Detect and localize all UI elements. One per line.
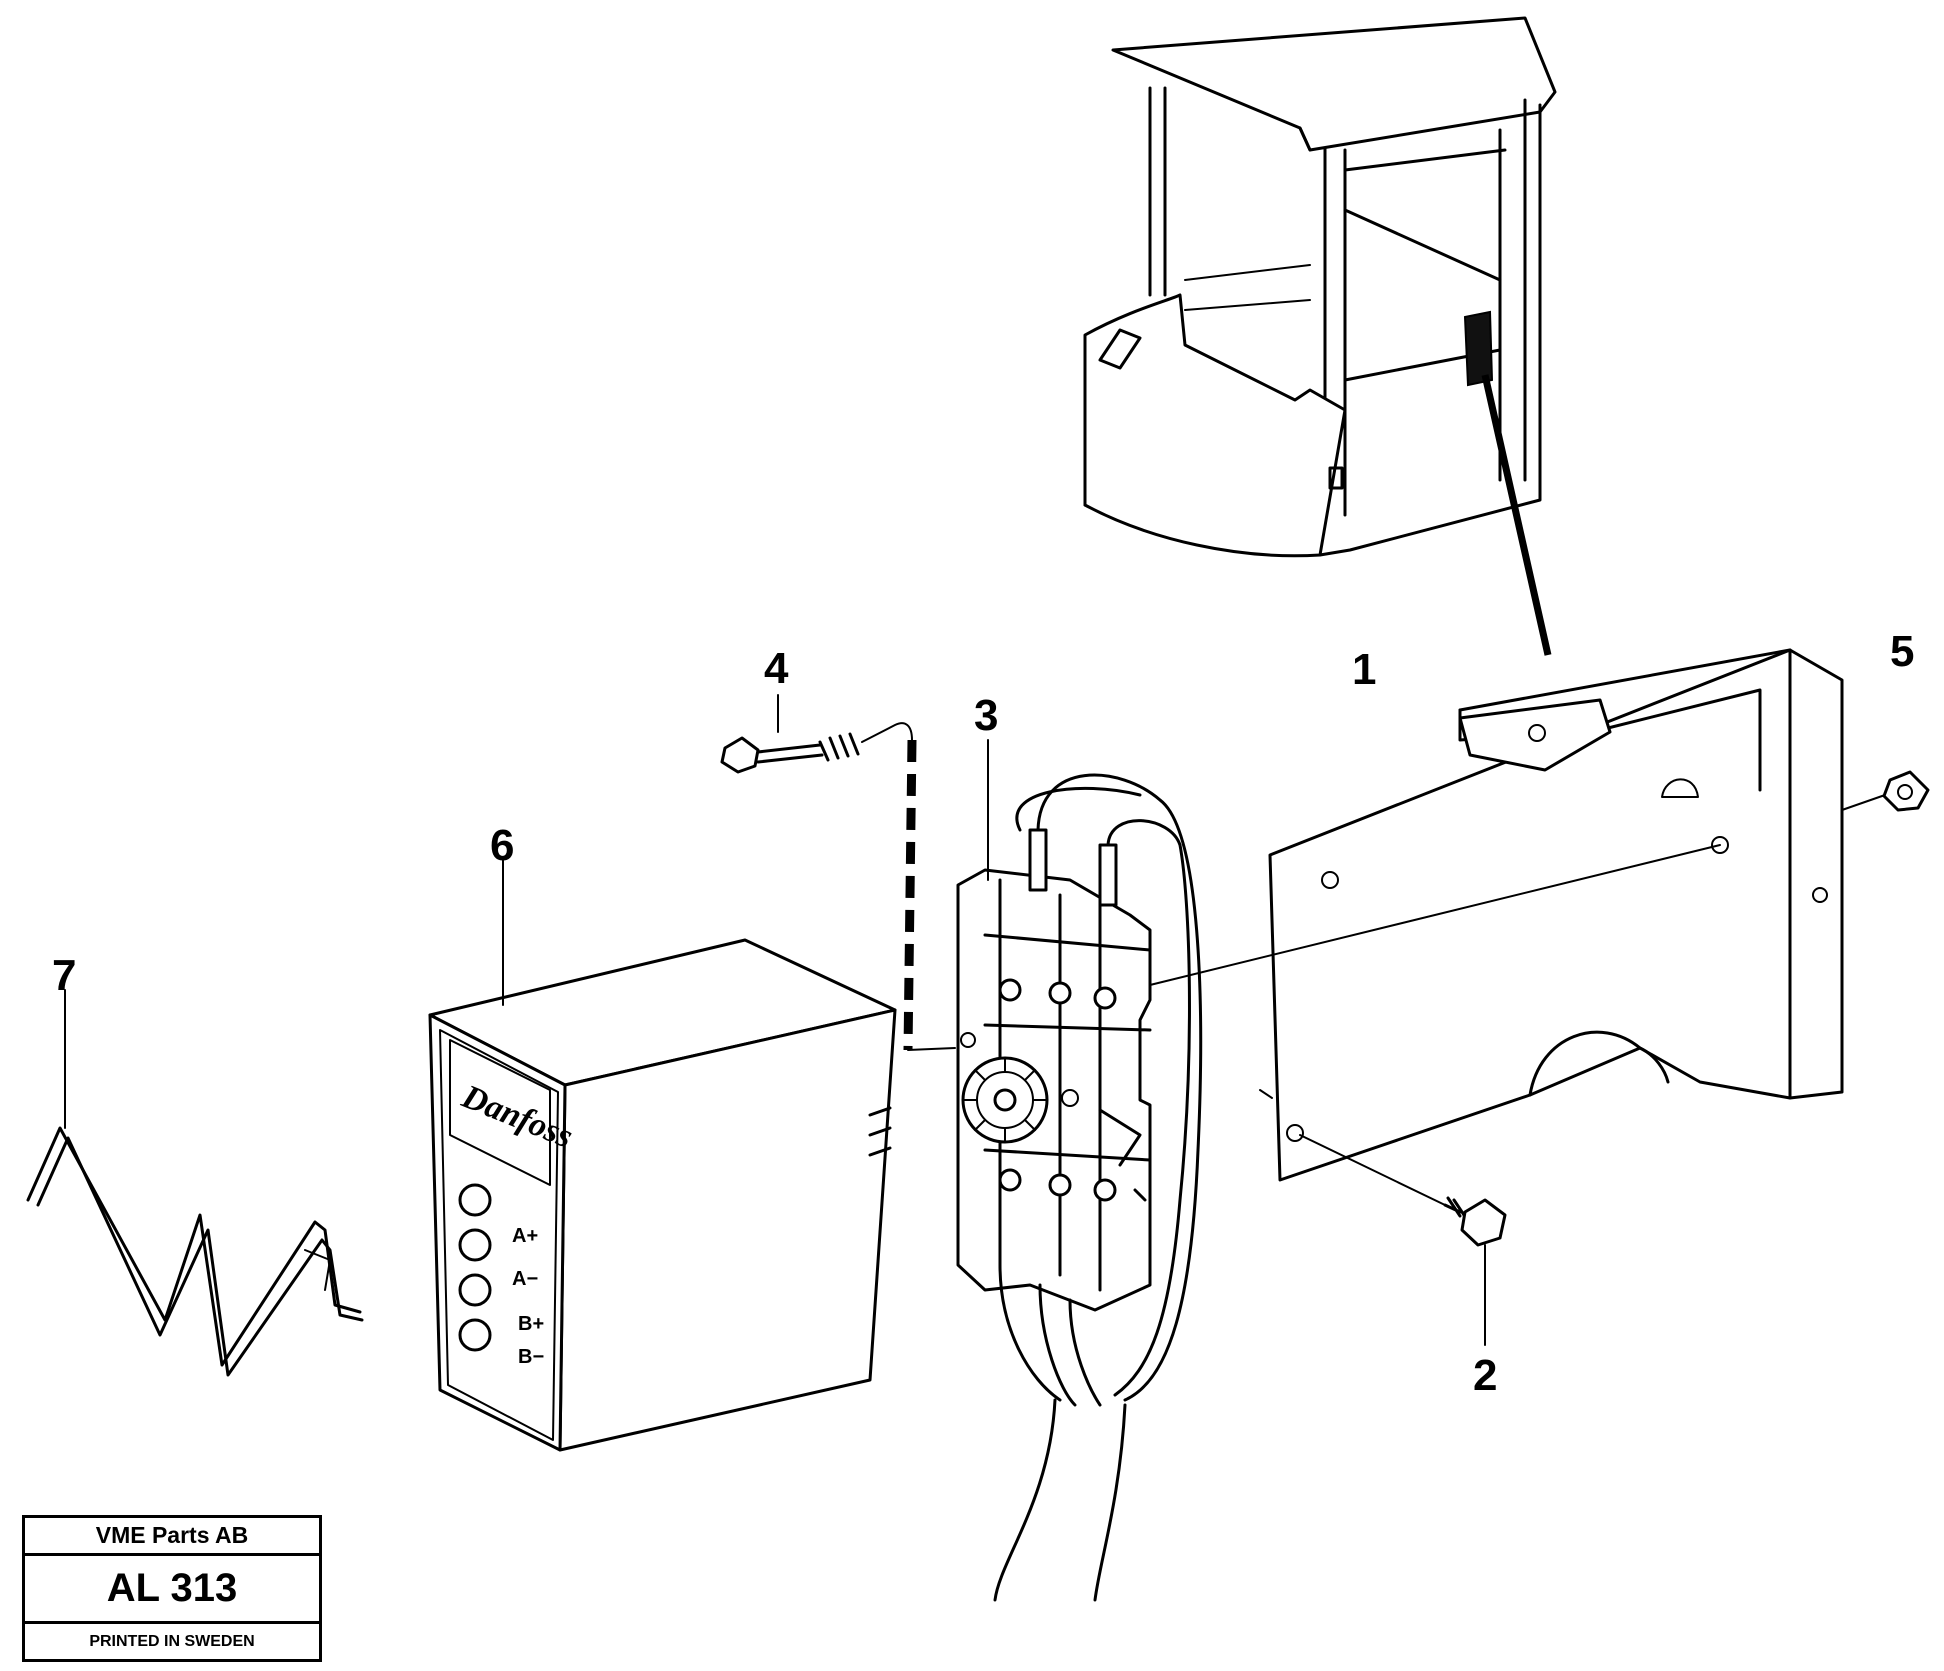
terminal-label-a-minus: A− [512,1268,538,1290]
control-unit-part-6: Danfoss A+ A− B+ B− [428,859,897,1452]
screw-part-2 [1299,1134,1507,1346]
drawing-number: AL 313 [25,1556,319,1624]
callout-numbers: 1 2 3 4 5 6 7 [52,627,1914,1400]
adjustment-knobs [458,1183,492,1352]
screw-part-4 [720,694,956,1051]
title-block: VME Parts AB AL 313 PRINTED IN SWEDEN [22,1515,322,1662]
terminal-label-a-plus: A+ [512,1225,538,1247]
callout-1: 1 [1352,645,1376,694]
relay-socket-part-3 [956,739,1203,1602]
callout-3: 3 [974,691,998,740]
spring-clip-part-7 [26,989,364,1377]
callout-4: 4 [764,644,789,693]
terminal-label-b-minus: B− [518,1346,544,1368]
callout-7: 7 [52,951,76,1000]
print-footer: PRINTED IN SWEDEN [89,1632,255,1650]
operator-cab [1083,16,1557,656]
nut-part-5 [1882,770,1930,812]
terminal-label-b-plus: B+ [518,1313,544,1335]
mounting-bracket [1259,648,1844,1182]
assembly-line-nut [1841,794,1886,811]
callout-5: 5 [1890,627,1914,676]
assembly-line-relay [1149,844,1721,986]
company-name: VME Parts AB [25,1518,319,1556]
callout-6: 6 [490,821,514,870]
callout-2: 2 [1473,1351,1497,1400]
